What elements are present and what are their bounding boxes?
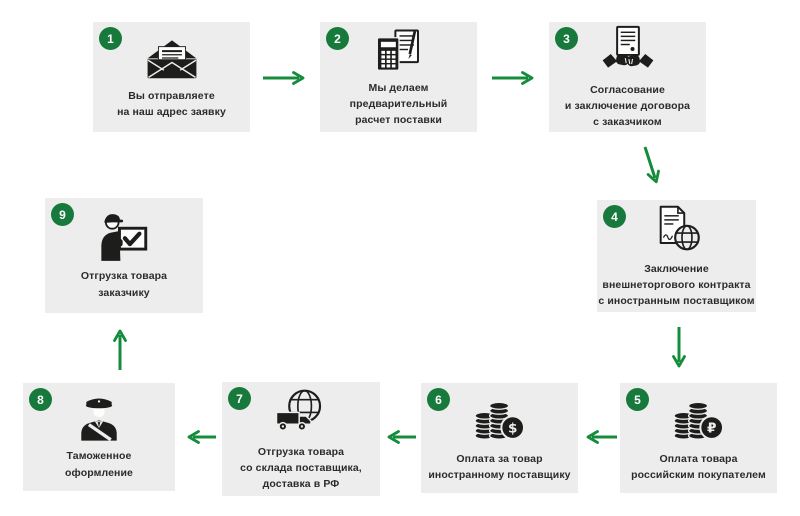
step-label: Согласование и заключение договора с зак… <box>564 83 691 129</box>
step-label: Оплата за товар иностранному поставщику <box>428 452 571 481</box>
step-label: Оплата товара российским покупателем <box>631 452 766 481</box>
step-label: Мы делаем предварительный расчет поставк… <box>349 81 448 127</box>
step-label: Отгрузка товара заказчику <box>80 270 168 299</box>
step-number-badge: 3 <box>555 27 578 50</box>
step-label: Заключение внешнеторгового контракта с и… <box>598 262 755 308</box>
envelope-icon <box>147 40 196 79</box>
step-label: Таможенное оформление <box>65 450 133 479</box>
step-3-card: 3 Согласование и заключение договора с з… <box>549 22 706 132</box>
step-7-card: 7 Отгрузка товара со склада поставщика, … <box>222 382 380 496</box>
step-number-badge: 7 <box>228 387 251 410</box>
step-5-card: 5 ₽ Оплата товара российским покупателем <box>620 383 777 493</box>
step-2-card: 2 Мы делаем предварительный расчет поста… <box>320 22 477 132</box>
step-number-badge: 6 <box>427 388 450 411</box>
step-number-badge: 9 <box>51 203 74 226</box>
step-6-card: 6 $ Оплата за товар иностранному поставщ… <box>421 383 578 493</box>
courier-checklist-icon <box>101 214 148 262</box>
dollar-symbol: $ <box>507 420 516 436</box>
step-label: Вы отправляете на наш адрес заявку <box>117 89 226 118</box>
contract-handshake-icon <box>602 25 653 68</box>
globe-truck-icon <box>275 389 322 431</box>
calculator-document-icon <box>376 29 419 71</box>
step-4-card: 4 Заключение внешнеторгового контракта с… <box>597 200 756 312</box>
ruble-symbol: ₽ <box>706 420 715 436</box>
contract-globe-icon <box>659 205 700 251</box>
step-number-badge: 5 <box>626 388 649 411</box>
step-label: Отгрузка товара со склада поставщика, до… <box>240 445 362 491</box>
step-number-badge: 4 <box>603 205 626 228</box>
step-1-card: 1 Вы отправляете на наш адрес заявку <box>93 22 250 132</box>
step-8-card: 8 Таможенное оформление <box>23 383 175 491</box>
step-number-badge: 2 <box>326 27 349 50</box>
coins-ruble-icon: ₽ <box>672 401 724 440</box>
coins-dollar-icon: $ <box>473 401 525 440</box>
step-number-badge: 1 <box>99 27 122 50</box>
customs-officer-icon <box>81 398 117 442</box>
step-number-badge: 8 <box>29 388 52 411</box>
step-9-card: 9 Отгрузка товара заказчику <box>45 198 203 313</box>
arrow-step3-to-step4 <box>643 146 660 184</box>
